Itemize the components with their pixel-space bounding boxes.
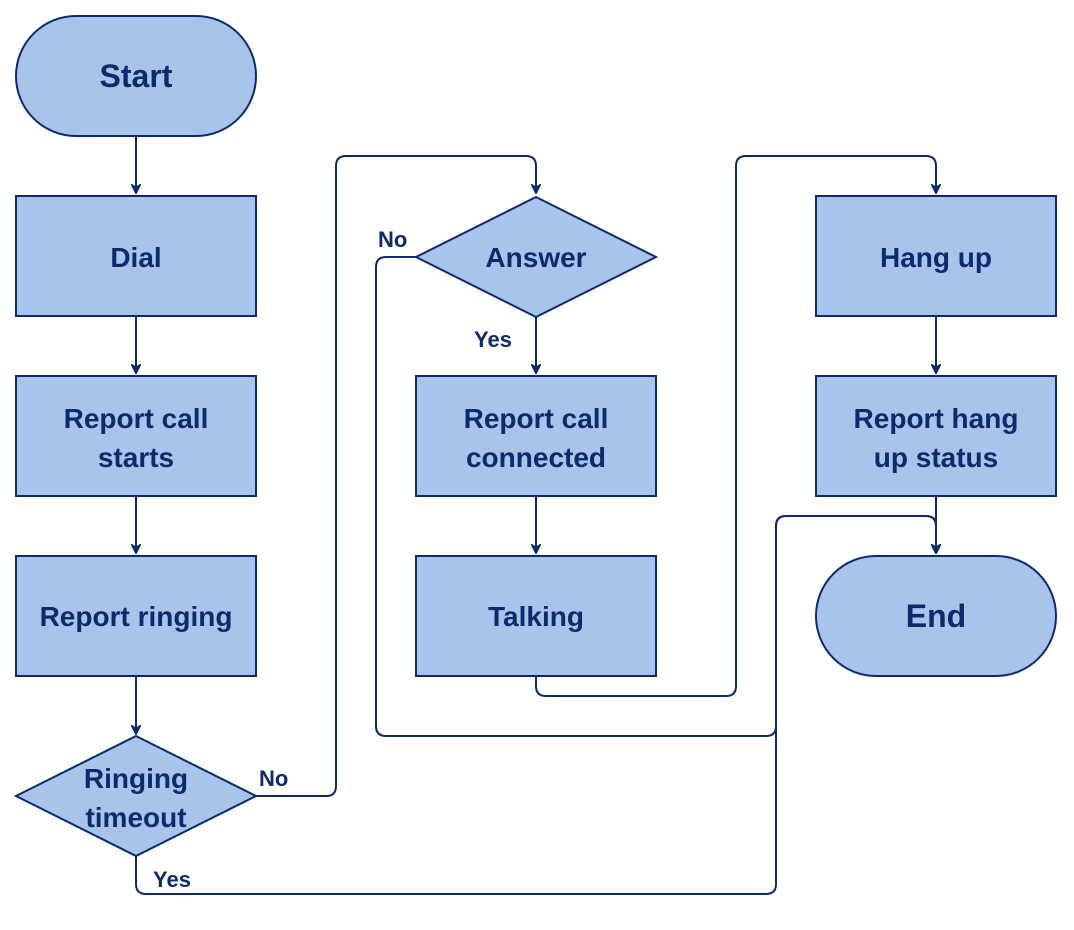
node-ringing-timeout: Ringing timeout	[13, 734, 259, 858]
node-start: Start	[15, 15, 257, 137]
node-label-start: Start	[100, 58, 173, 94]
node-answer: Answer	[413, 195, 659, 319]
node-report-call-starts: Report call starts	[15, 375, 257, 497]
node-hang-up: Hang up	[815, 195, 1057, 317]
edge-label-ringing-timeout-no: No	[259, 766, 288, 791]
node-end: End	[815, 555, 1057, 677]
edge-answer-no	[375, 256, 936, 737]
node-label-talking: Talking	[488, 601, 584, 632]
node-label-report-hang-up-status-line-2: up status	[874, 442, 998, 473]
node-label-report-ringing: Report ringing	[40, 601, 233, 632]
node-label-report-call-connected-line-2: connected	[466, 442, 606, 473]
node-label-report-call-starts-line-1: Report call	[64, 403, 209, 434]
edge-label-ringing-timeout-yes: Yes	[153, 867, 191, 892]
node-label-dial: Dial	[110, 242, 161, 273]
node-report-ringing: Report ringing	[15, 555, 257, 677]
node-report-hang-up-status: Report hang up status	[815, 375, 1057, 497]
node-label-end: End	[906, 598, 966, 634]
edge-label-answer-yes: Yes	[474, 327, 512, 352]
node-label-ringing-timeout-line-1: Ringing	[84, 763, 188, 794]
node-label-answer: Answer	[485, 242, 586, 273]
edge-ringing-timeout-no	[256, 155, 536, 797]
node-label-report-call-connected-line-1: Report call	[464, 403, 609, 434]
node-dial: Dial	[15, 195, 257, 317]
node-label-hang-up: Hang up	[880, 242, 992, 273]
node-label-report-hang-up-status-line-1: Report hang	[854, 403, 1019, 434]
node-talking: Talking	[415, 555, 657, 677]
node-report-call-connected: Report call connected	[415, 375, 657, 497]
nodes: Start Dial Report call starts Report rin…	[13, 15, 1057, 858]
node-label-ringing-timeout-line-2: timeout	[85, 802, 186, 833]
edges	[136, 137, 936, 895]
edge-label-answer-no: No	[378, 227, 407, 252]
edge-talking-to-hang-up	[535, 155, 936, 697]
node-label-report-call-starts-line-2: starts	[98, 442, 174, 473]
edge-labels: No Yes No Yes	[153, 227, 512, 892]
